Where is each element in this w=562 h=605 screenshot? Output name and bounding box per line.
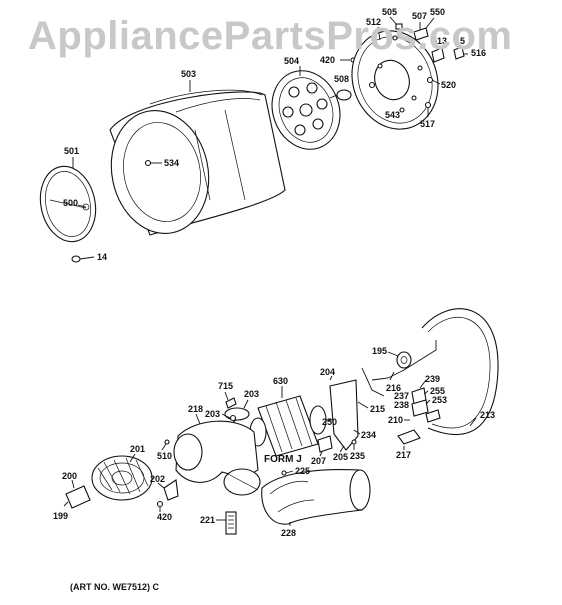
callout-534: 534 xyxy=(164,158,179,168)
callout-238: 238 xyxy=(394,400,409,410)
callout-203b: 203 xyxy=(205,409,220,419)
callout-237: 237 xyxy=(394,391,409,401)
callout-218: 218 xyxy=(188,404,203,414)
rear-panel xyxy=(351,30,439,130)
screw xyxy=(71,255,95,263)
blower-housing xyxy=(173,420,261,496)
callout-203a: 203 xyxy=(244,389,259,399)
art-number: (ART NO. WE7512) C xyxy=(70,582,160,592)
blower-wheel xyxy=(91,455,153,501)
fan-mount xyxy=(65,485,91,509)
callout-516: 516 xyxy=(471,48,486,58)
drum-screw xyxy=(144,159,152,167)
callout-501: 501 xyxy=(64,146,79,156)
callout-14: 14 xyxy=(97,252,107,262)
callout-228: 228 xyxy=(281,528,296,538)
sensor-switch xyxy=(411,399,429,417)
callout-216: 216 xyxy=(386,383,401,393)
callout-520: 520 xyxy=(441,80,456,90)
callout-512: 512 xyxy=(366,17,381,27)
callout-204: 204 xyxy=(320,367,335,377)
callout-420c: 420 xyxy=(157,512,172,522)
callout-513: 513 xyxy=(432,36,447,46)
bracket-217 xyxy=(397,429,421,445)
callout-504: 504 xyxy=(284,56,299,66)
foam-seal xyxy=(225,511,237,535)
callout-207: 207 xyxy=(311,456,326,466)
callout-201: 201 xyxy=(130,444,145,454)
rear-bulkhead xyxy=(271,70,341,150)
clip xyxy=(453,46,465,60)
drum xyxy=(109,89,286,236)
support-bracket xyxy=(431,47,445,63)
callout-255: 255 xyxy=(430,386,445,396)
callout-715: 715 xyxy=(218,381,233,391)
bearing xyxy=(329,89,352,101)
callout-202: 202 xyxy=(150,474,165,484)
callout-500: 500 xyxy=(63,198,78,208)
callout-507: 507 xyxy=(412,11,427,21)
idler-pulley xyxy=(396,351,412,369)
callout-253: 253 xyxy=(432,395,447,405)
callout-221: 221 xyxy=(200,515,215,525)
callout-200: 200 xyxy=(62,471,77,481)
callout-213: 213 xyxy=(480,410,495,420)
callout-217: 217 xyxy=(396,450,411,460)
rollers-bracket xyxy=(413,27,429,41)
callout-225: 225 xyxy=(295,466,310,476)
idler-arm xyxy=(371,340,437,381)
front-seal-ring xyxy=(39,165,97,243)
callout-15: 15 xyxy=(455,36,465,46)
callout-234: 234 xyxy=(361,430,376,440)
callout-543: 543 xyxy=(385,110,400,120)
callout-510: 510 xyxy=(157,451,172,461)
callout-210: 210 xyxy=(388,415,403,425)
callout-199: 199 xyxy=(53,511,68,521)
callout-517: 517 xyxy=(420,119,435,129)
callout-239: 239 xyxy=(425,374,440,384)
callout-235: 235 xyxy=(350,451,365,461)
callout-503: 503 xyxy=(181,69,196,79)
callout-508: 508 xyxy=(334,74,349,84)
callout-250: 250 xyxy=(322,417,337,427)
exhaust-duct xyxy=(261,468,371,525)
drive-belt xyxy=(421,308,499,435)
motor-clamp xyxy=(224,407,250,421)
callout-205: 205 xyxy=(333,452,348,462)
callout-195: 195 xyxy=(372,346,387,356)
callout-550: 550 xyxy=(430,7,445,17)
callout-630: 630 xyxy=(273,376,288,386)
form-label: FORM J xyxy=(264,454,302,465)
callout-505: 505 xyxy=(382,7,397,17)
callout-420a: 420 xyxy=(320,55,335,65)
callout-215: 215 xyxy=(370,404,385,414)
blower-bracket xyxy=(163,479,179,501)
hinge-bracket xyxy=(395,23,403,30)
